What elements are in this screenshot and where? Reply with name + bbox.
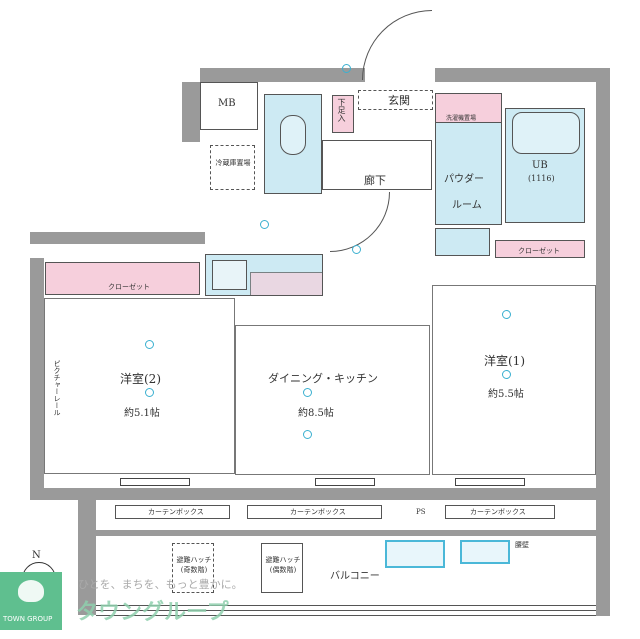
hatch-even (261, 543, 303, 593)
fridge-label: 冷蔵庫置場 (215, 159, 251, 167)
closet-right-label: クローゼット (518, 247, 560, 255)
entrance-door[interactable] (362, 10, 432, 80)
picture-rail-label: ピクチャーレール (53, 360, 61, 416)
light-fixture-icon (303, 388, 312, 397)
ub-label: UB (532, 160, 548, 171)
stove-icon (212, 260, 247, 290)
hatch-odd-label: 避難ハッチ(奇数階) (176, 556, 212, 574)
powder-label: パウダー (444, 174, 484, 185)
light-fixture-icon (342, 64, 351, 73)
bathtub-icon (512, 112, 580, 154)
hallway-label: 廊下 (364, 174, 386, 187)
shoe-box-label: 下足入 (337, 98, 346, 122)
hatch-odd (172, 543, 214, 593)
curtain-box-3-label: カーテンボックス (470, 508, 526, 516)
wall (30, 232, 205, 258)
closet-left (45, 262, 200, 295)
light-fixture-icon (502, 370, 511, 379)
dk-size: 約8.5帖 (298, 408, 334, 419)
mb-label: MB (218, 98, 236, 109)
fridge-space (210, 145, 255, 190)
hallway (322, 140, 432, 190)
closet-right (495, 240, 585, 258)
hatch-even-label: 避難ハッチ(偶数階) (265, 556, 301, 574)
dining-kitchen (235, 325, 430, 475)
wall (96, 530, 596, 536)
western-room-1-size: 約5.5帖 (488, 389, 524, 400)
shoe-box (332, 95, 354, 133)
wall (30, 258, 44, 500)
mb-box (200, 82, 258, 130)
window (120, 478, 190, 486)
balcony-label: バルコニー (330, 571, 380, 582)
curtain-box-3 (445, 505, 555, 519)
western-room-2 (44, 298, 235, 474)
hall-door[interactable] (330, 192, 390, 252)
toilet-icon (280, 115, 306, 155)
washer-space (435, 93, 502, 123)
wall (596, 68, 610, 616)
wash-basin (435, 228, 490, 256)
curtain-box-2 (247, 505, 382, 519)
outdoor-unit (460, 540, 510, 564)
light-fixture-icon (352, 245, 361, 254)
wall (78, 500, 96, 615)
small-note: 腰壁 (515, 541, 529, 549)
tree-icon (18, 580, 44, 602)
western-room-2-size: 約5.1帖 (124, 408, 160, 419)
watermark-brand: タウングループ (76, 600, 229, 625)
powder-label-2: ルーム (452, 200, 482, 211)
ps-label: PS (416, 508, 426, 516)
western-room-1-label: 洋室(1) (484, 354, 525, 368)
curtain-box-2-label: カーテンボックス (290, 508, 346, 516)
watermark-tagline: ひとを、まちを、もっと豊かに。 (78, 578, 243, 591)
window (315, 478, 375, 486)
curtain-box-1 (115, 505, 230, 519)
western-room-2-label: 洋室(2) (120, 372, 161, 386)
light-fixture-icon (145, 340, 154, 349)
outdoor-unit (385, 540, 445, 568)
washer-label: 洗濯機置場 (446, 115, 477, 122)
wall (435, 68, 610, 82)
window (455, 478, 525, 486)
light-fixture-icon (303, 430, 312, 439)
balcony-rail (96, 605, 596, 611)
light-fixture-icon (145, 388, 154, 397)
compass-label: N (32, 550, 41, 561)
entrance (358, 90, 433, 110)
town-group-logo: TOWN GROUP (0, 572, 62, 630)
ub-size: (1116) (528, 174, 555, 183)
wall (200, 68, 365, 82)
kitchen-sink-area (250, 272, 323, 296)
entrance-label: 玄関 (388, 94, 410, 107)
dk-label: ダイニング・キッチン (268, 372, 378, 385)
logo-text: TOWN GROUP (3, 615, 53, 623)
wall (30, 488, 610, 500)
wall (182, 82, 200, 142)
western-room-1 (432, 285, 596, 475)
curtain-box-1-label: カーテンボックス (148, 508, 204, 516)
balcony (96, 536, 596, 616)
light-fixture-icon (260, 220, 269, 229)
light-fixture-icon (502, 310, 511, 319)
closet-left-label: クローゼット (108, 283, 150, 291)
